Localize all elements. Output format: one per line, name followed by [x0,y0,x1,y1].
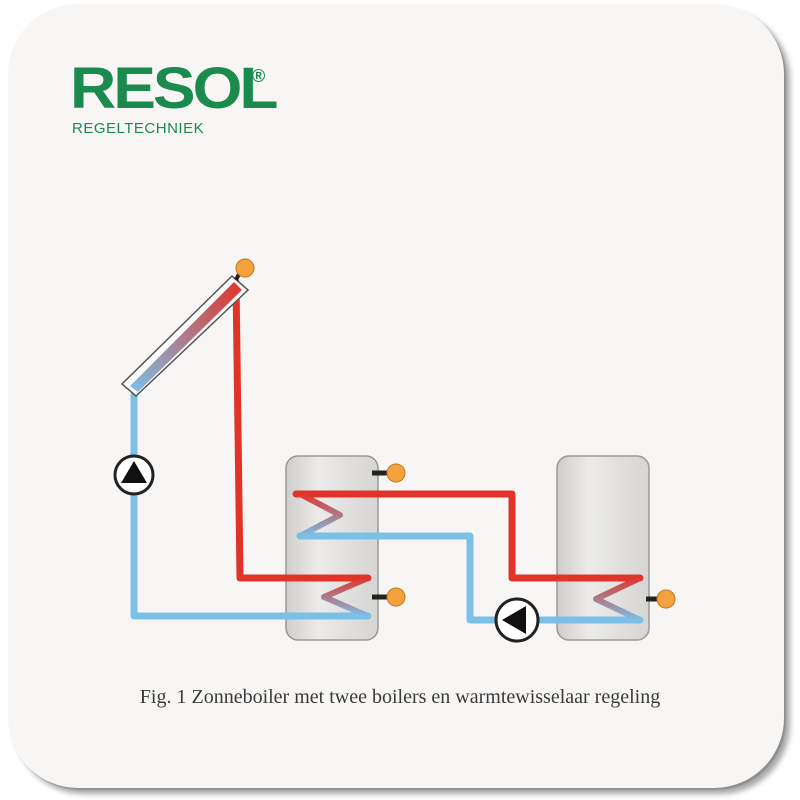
heat-exchanger-coil-tank1-lower [321,575,371,619]
cold-pipe-tank1-to-pump2 [296,532,498,624]
sensor-tank1-bottom [372,587,406,607]
hot-pipe-tank1-to-tank2 [292,490,644,582]
boiler-tank-2 [556,455,650,641]
figure-caption: Fig. 1 Zonneboiler met twee boilers en w… [139,686,661,708]
sensor-tank1-top [372,463,406,483]
logo-subtitle: REGELTECHNIEK [72,120,205,137]
heat-exchanger-coil-tank2 [593,575,643,623]
sensor-collector [234,258,255,281]
logo-brand: RESOL [70,54,278,121]
resol-logo: RESOL ® REGELTECHNIEK [70,54,278,137]
solar-collector [120,274,250,398]
heat-exchanger-coil-tank1-upper [297,491,343,539]
logo-registered-mark: ® [252,66,266,86]
pump-solar-circuit [113,454,155,496]
sensor-tank2 [646,589,676,609]
hot-pipe-collector-flow [232,278,372,582]
pump-transfer-circuit [494,597,540,643]
